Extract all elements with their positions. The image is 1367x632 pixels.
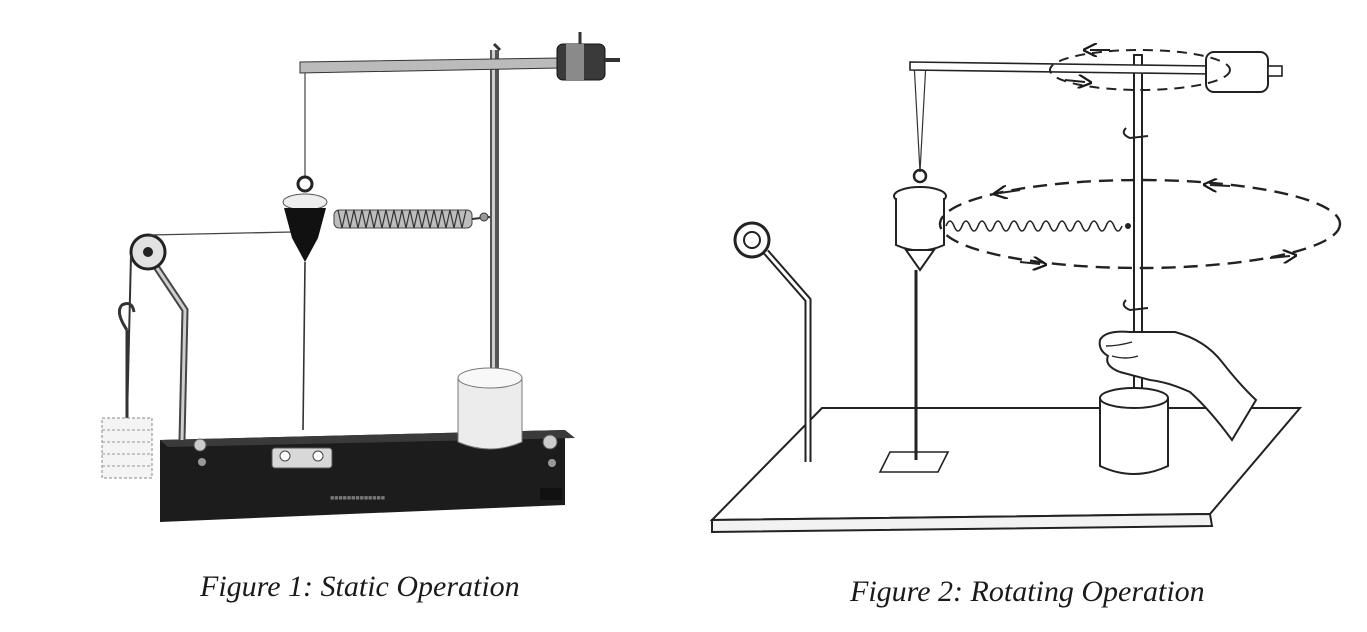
fig2-rotation-paths (938, 50, 1342, 268)
fig2-cylinder-support (1099, 387, 1169, 475)
fig1-cylinder-support (457, 367, 523, 450)
fig1-spring (333, 209, 491, 229)
figure-1-static-apparatus: ■■■■■■■■■■■■■ (101, 32, 620, 522)
fig1-slotted-weights (101, 417, 153, 479)
svg-text:■■■■■■■■■■■■■: ■■■■■■■■■■■■■ (330, 495, 385, 502)
fig1-counterweight (556, 32, 620, 81)
fig2-center-post (878, 270, 950, 473)
fig1-vertical-shaft (490, 42, 502, 375)
fig2-counterweight (1205, 51, 1283, 93)
fig1-crossbar (299, 57, 561, 178)
fig2-crossbar (909, 61, 1211, 75)
figure-2-caption: Figure 2: Rotating Operation (850, 575, 1205, 608)
fig1-center-clamp (271, 447, 333, 469)
fig1-weight-hanger (101, 254, 153, 479)
fig1-bob (282, 175, 328, 431)
figure-1-caption: Figure 1: Static Operation (200, 570, 520, 603)
fig2-spring (945, 220, 1131, 232)
fig2-base (709, 407, 1303, 534)
fig2-bob (893, 61, 947, 272)
fig1-pulley-post (152, 263, 189, 441)
fig2-indicator-post (733, 221, 812, 462)
figure-2-rotating-apparatus (709, 50, 1342, 534)
fig1-string (149, 231, 293, 236)
fig2-hand (1098, 330, 1258, 442)
fig1-pulley (129, 233, 167, 271)
